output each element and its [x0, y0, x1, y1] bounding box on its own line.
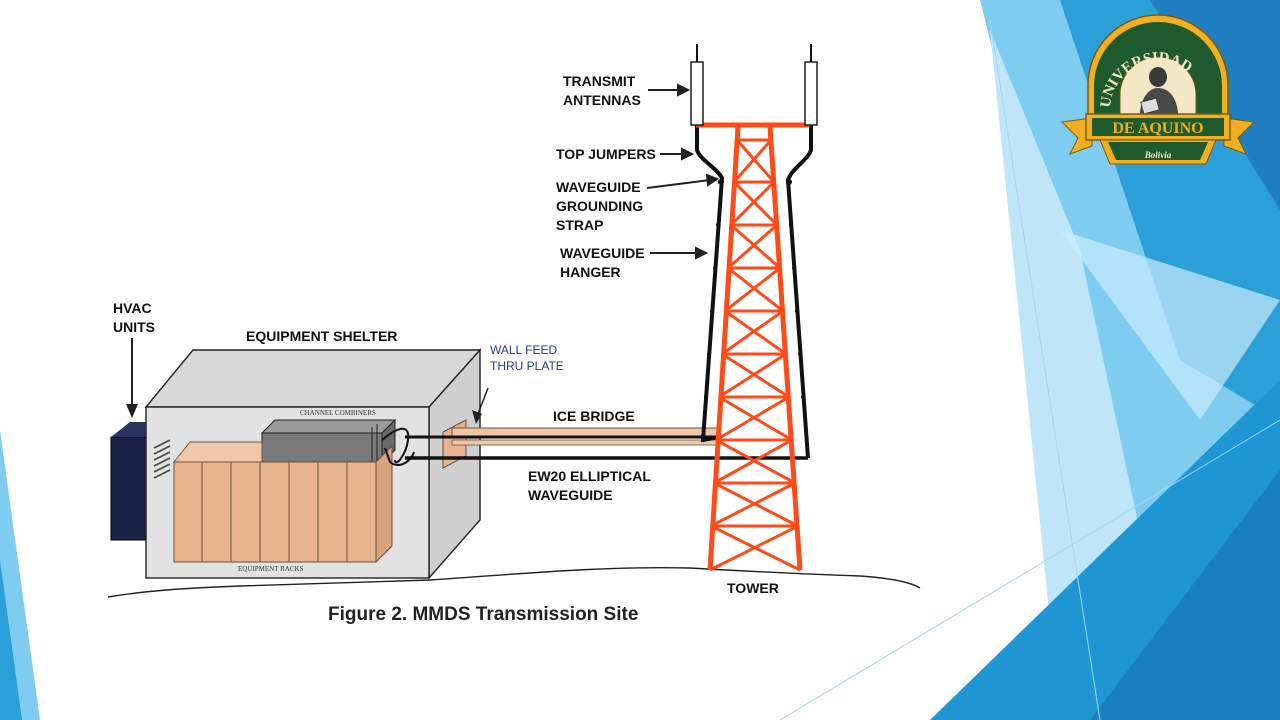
- label-channel-combiners: CHANNEL COMBINERS: [300, 409, 376, 417]
- tower: [696, 122, 810, 572]
- label-tower: TOWER: [727, 580, 779, 596]
- label-ice-bridge: ICE BRIDGE: [553, 408, 635, 424]
- transmit-antennas: [690, 44, 818, 126]
- logo-sub-text: Bolivia: [1144, 150, 1172, 160]
- logo-banner-text: DE AQUINO: [1112, 120, 1203, 137]
- equipment-racks: [172, 441, 393, 564]
- ground-line: [107, 566, 921, 598]
- label-equipment-shelter: EQUIPMENT SHELTER: [246, 328, 398, 344]
- label-top-jumpers: TOP JUMPERS: [556, 146, 656, 162]
- hvac-unit: [110, 436, 150, 541]
- figure-caption: Figure 2. MMDS Transmission Site: [328, 604, 639, 625]
- waveguide-left: [695, 125, 725, 443]
- label-equipment-racks: EQUIPMENT RACKS: [238, 565, 304, 573]
- channel-combiners: [260, 418, 397, 465]
- shelter-vents: [153, 439, 171, 479]
